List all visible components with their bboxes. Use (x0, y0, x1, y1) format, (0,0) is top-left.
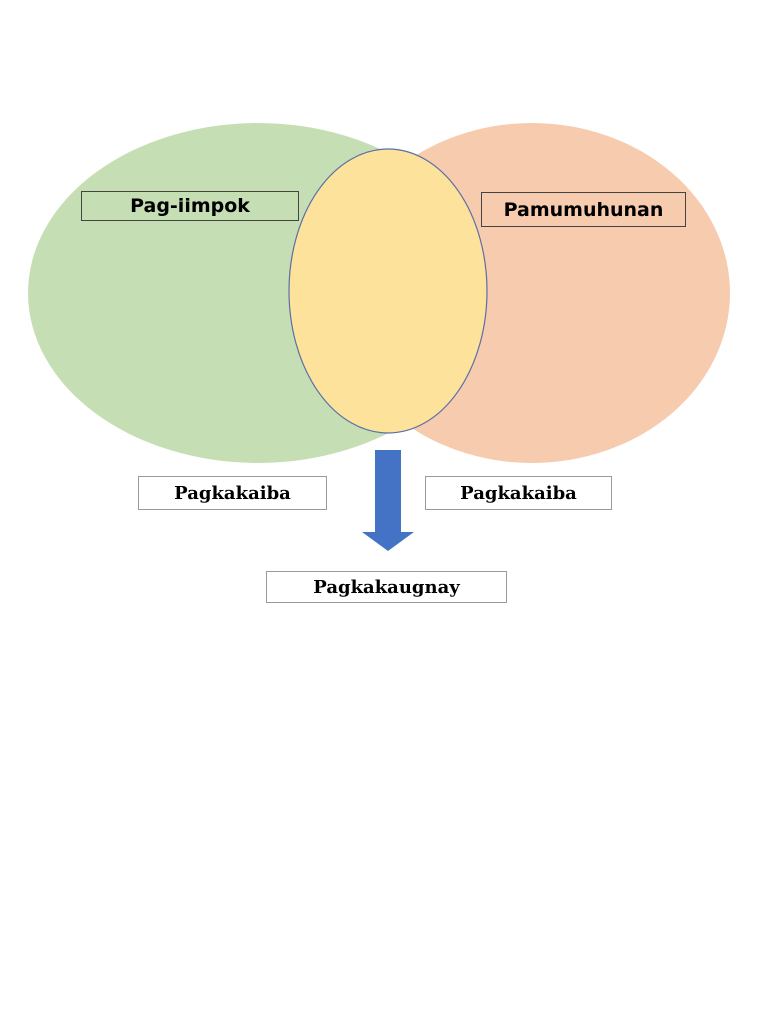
down-arrow-icon (362, 450, 414, 551)
left-difference-label: Pagkakaiba (138, 476, 327, 510)
left-set-label: Pag-iimpok (81, 191, 299, 221)
right-difference-label: Pagkakaiba (425, 476, 612, 510)
overlap-region (288, 148, 488, 434)
right-set-label: Pamumuhunan (481, 192, 686, 227)
relation-label: Pagkakaugnay (266, 571, 507, 603)
